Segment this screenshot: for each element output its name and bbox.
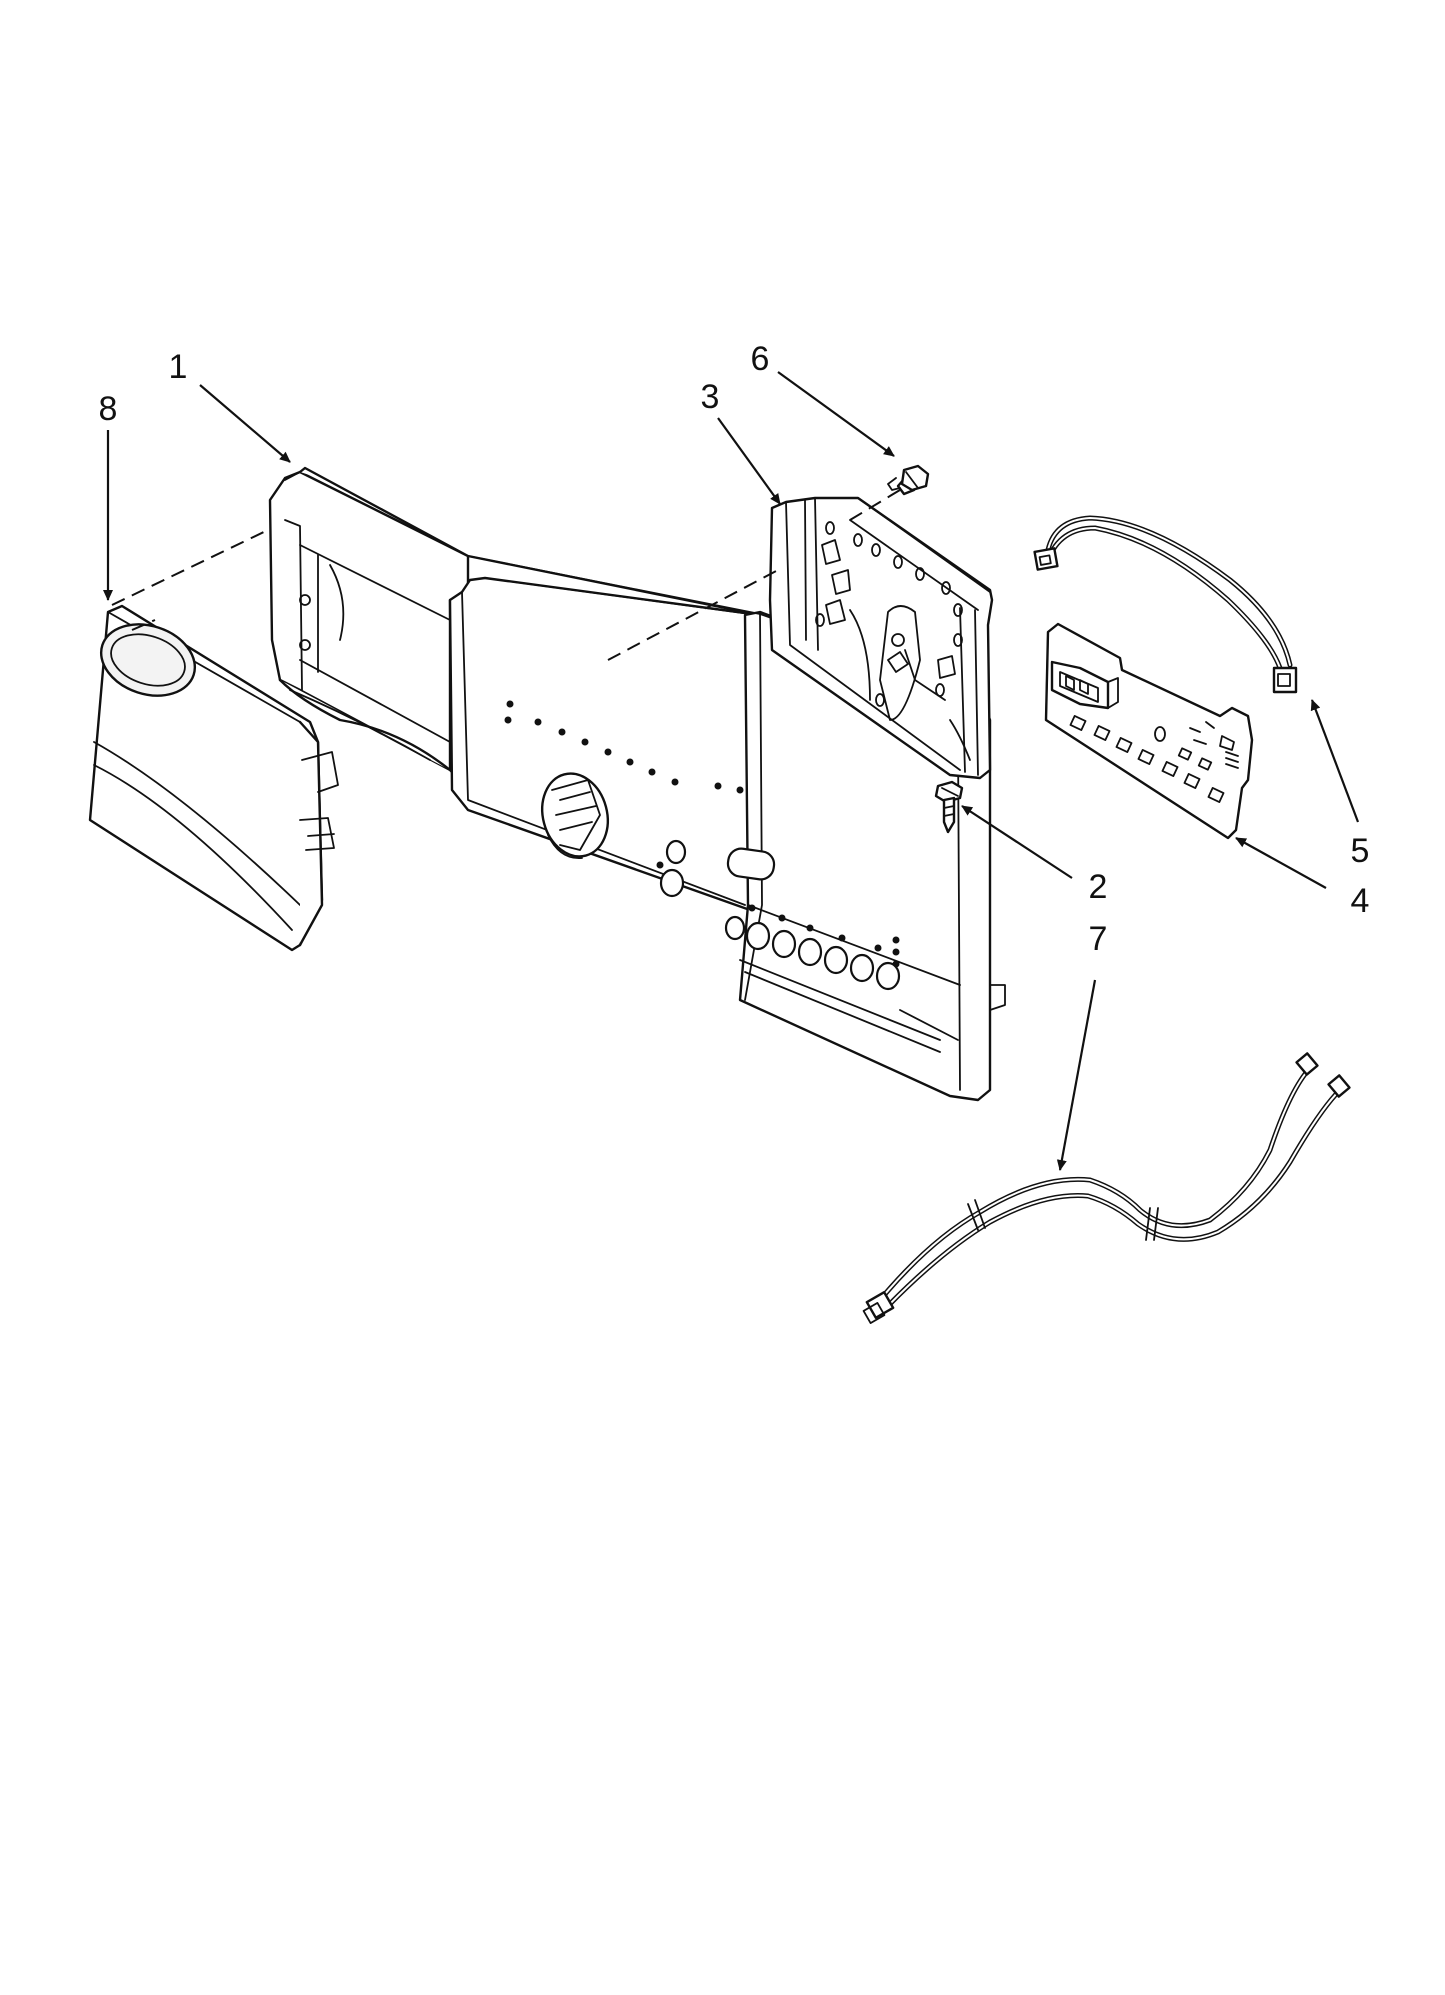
part-wire-harness-short: [1033, 515, 1298, 694]
leader-arrow-3: [717, 417, 781, 505]
display-window: [726, 847, 776, 881]
part-screw-upper: [887, 464, 930, 496]
callout-label-3: 3: [701, 378, 720, 416]
part-end-cap: [88, 604, 339, 952]
callout-label-1: 1: [169, 348, 188, 386]
callout-label-5: 5: [1351, 832, 1370, 870]
board-switches: [1069, 715, 1225, 803]
leader-arrow-6: [777, 371, 895, 457]
callout-label-4: 4: [1351, 882, 1370, 920]
bracket-holes: [815, 521, 963, 707]
panel-indicator-dots: [504, 700, 900, 968]
part-control-bracket: [768, 496, 994, 780]
callout-label-6: 6: [751, 340, 770, 378]
leader-arrow-1: [199, 384, 291, 463]
part-control-board: [1044, 622, 1254, 840]
callout-label-7: 7: [1089, 920, 1108, 958]
callout-label-2: 2: [1089, 868, 1108, 906]
part-wire-harness-long: [862, 1052, 1351, 1324]
alignment-line-end-cap-top: [111, 529, 269, 606]
alignment-line-end-cap-mid: [131, 619, 156, 631]
selector-knob: [541, 772, 609, 859]
leader-arrow-4: [1235, 837, 1327, 889]
leader-arrow-5: [1310, 699, 1360, 823]
panel-buttons: [724, 915, 901, 991]
leader-arrow-7: [1056, 979, 1097, 1171]
callout-label-8: 8: [99, 390, 118, 428]
alignment-line-bracket: [607, 569, 779, 661]
leader-arrow-2: [961, 805, 1073, 879]
alignment-line-screw: [849, 489, 901, 521]
part-screw-lower: [934, 780, 964, 834]
part-control-panel-console: [268, 466, 1006, 1102]
